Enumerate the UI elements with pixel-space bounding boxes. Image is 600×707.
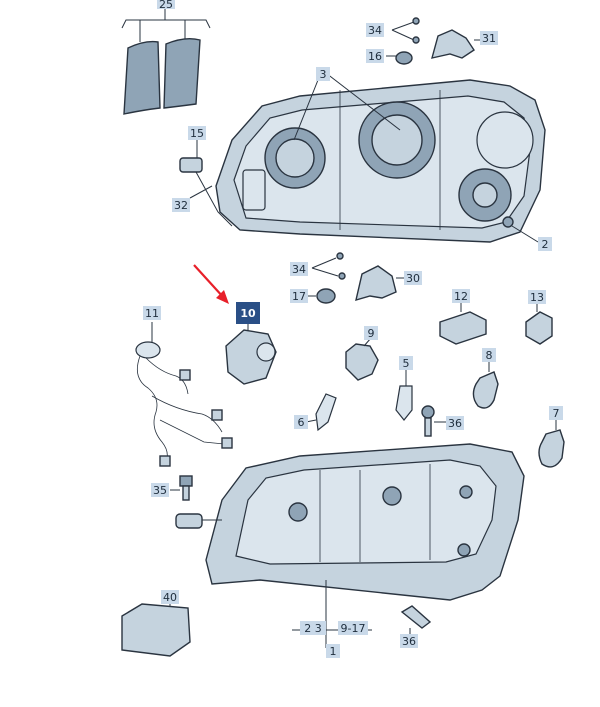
label-13: 13 [528,290,546,304]
part-9-bulb-holder [345,337,379,381]
label-15: 15 [188,126,206,140]
label-6: 6 [294,415,308,429]
part-30-bracket-mid [355,265,404,301]
label-36-bottom: 36 [400,634,418,648]
part-36-screw-bottom [400,605,432,636]
label-5: 5 [399,356,413,370]
svg-text:35: 35 [153,484,167,497]
svg-text:36: 36 [448,417,462,430]
label-32: 32 [172,198,190,212]
svg-text:34: 34 [292,263,306,276]
svg-text:2 3: 2 3 [304,622,322,635]
svg-text:15: 15 [190,127,204,140]
svg-text:31: 31 [482,32,496,45]
svg-text:36: 36 [402,635,416,648]
part-11-wiring-harness [135,322,233,467]
svg-text:32: 32 [174,199,188,212]
label-34-top: 34 [366,23,384,37]
svg-text:11: 11 [145,307,159,320]
part-3-headlight-housing [215,69,546,243]
svg-text:34: 34 [368,24,382,37]
svg-text:16: 16 [368,50,382,63]
svg-text:40: 40 [163,591,177,604]
label-31: 31 [480,31,498,45]
svg-text:25: 25 [159,0,173,11]
label-9: 9 [364,326,378,340]
part-15-connector [179,138,233,227]
label-8: 8 [482,348,496,362]
red-arrow [193,264,229,304]
part-25-lens-covers [121,8,211,115]
part-1-lamp-assembly [175,443,525,648]
label-3: 3 [316,67,330,81]
label-1: 1 [326,644,340,658]
label-7: 7 [549,406,563,420]
part-34-screws-top [391,17,420,44]
part-40-relay-box [121,600,191,657]
svg-text:6: 6 [298,416,305,429]
part-13-cap [525,302,553,345]
part-17-grommet [308,288,336,304]
svg-text:2: 2 [542,238,549,251]
label-2: 2 [538,237,552,251]
svg-text:12: 12 [454,290,468,303]
label-11: 11 [143,306,161,320]
svg-text:1: 1 [330,645,337,658]
svg-text:17: 17 [292,290,306,303]
part-8-bulb [472,362,499,409]
label-36-mid: 36 [446,416,464,430]
svg-text:7: 7 [553,407,560,420]
svg-text:3: 3 [320,68,327,81]
part-31-bracket-top [431,29,480,59]
part-5-bulb [395,368,413,421]
svg-text:30: 30 [406,272,420,285]
label-16: 16 [366,49,384,63]
part-7-bulb [538,420,565,468]
svg-text:13: 13 [530,291,544,304]
label-40: 40 [161,590,179,604]
label-10-highlighted: 10 [236,302,260,324]
svg-text:9-17: 9-17 [341,622,366,635]
label-2-3: 2 3 [300,621,326,635]
label-25: 25 [157,0,175,11]
label-17: 17 [290,289,308,303]
label-30: 30 [404,271,422,285]
label-34-mid: 34 [290,262,308,276]
part-34-screws-mid [311,252,346,280]
svg-text:8: 8 [486,349,493,362]
svg-text:10: 10 [240,307,256,320]
label-35: 35 [151,483,169,497]
label-9-17: 9-17 [338,621,368,635]
svg-text:9: 9 [368,327,375,340]
part-35-screw [170,475,193,501]
part-12-cap [439,302,487,345]
part-2-screw [502,216,539,243]
part-6-bulb [305,393,337,432]
part-36-screw-mid [421,405,446,437]
label-12: 12 [452,289,470,303]
part-16-grommet [386,51,413,65]
part-10-ballast-module [225,318,277,385]
svg-text:5: 5 [403,357,410,370]
